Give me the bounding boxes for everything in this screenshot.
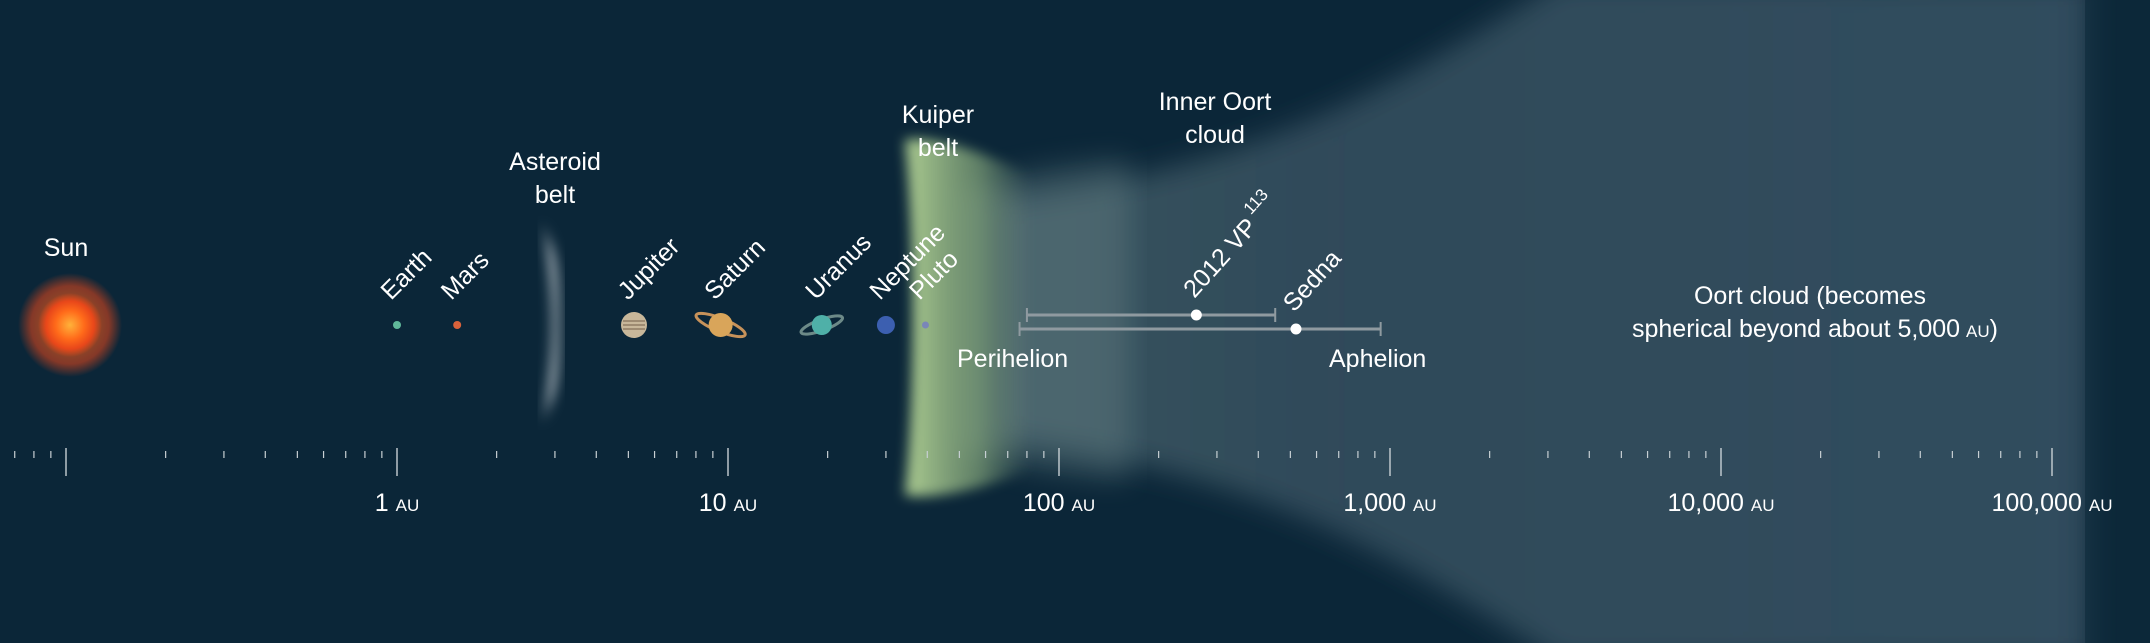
axis-tick-label: 10 AU (699, 489, 757, 517)
oort-cloud-label-close: ) (1990, 315, 1998, 343)
kuiper-belt-label-line2: belt (918, 134, 958, 162)
axis-tick-value: 10 (699, 489, 727, 517)
axis-tick-value: 100,000 (1992, 489, 2082, 517)
planet-disc (453, 321, 462, 329)
body-label: Saturn (699, 233, 771, 305)
perihelion-label: Perihelion (957, 345, 1068, 373)
oort-cloud-label-unit: AU (1966, 322, 1990, 341)
body-label: Sun (44, 234, 88, 262)
axis-tick-unit: AU (1072, 496, 1096, 515)
axis-tick-label: 100 AU (1023, 489, 1095, 517)
aphelion-label: Aphelion (1329, 345, 1426, 373)
asteroid-belt-label-line1: Asteroid (509, 148, 601, 176)
axis-tick-label: 10,000 AU (1667, 489, 1774, 517)
axis-tick-label: 100,000 AU (1992, 489, 2113, 517)
axis-tick-label: 1 AU (375, 489, 420, 517)
planet-disc (921, 321, 929, 329)
planet-disc (876, 316, 895, 334)
axis-tick-label: 1,000 AU (1343, 489, 1436, 517)
axis-tick-unit: AU (1413, 496, 1437, 515)
axis-tick-unit: AU (2089, 496, 2113, 515)
body-label: Jupiter (612, 232, 685, 305)
oort-cloud-label-line1: Oort cloud (becomes (1694, 282, 1926, 310)
axis-tick-value: 1,000 (1343, 489, 1406, 517)
body-label: Mars (436, 246, 495, 305)
axis-tick-value: 100 (1023, 489, 1065, 517)
axis-tick-value: 1 (375, 489, 389, 517)
kuiper-belt-label-line1: Kuiper (902, 101, 974, 129)
kuiper-belt-region (905, 139, 1030, 497)
asteroid-belt-label-line2: belt (535, 181, 575, 209)
oort-cloud-label-main: spherical beyond about 5,000 (1632, 315, 1960, 343)
log-axis-ticks (14, 448, 2053, 476)
planet-disc (811, 315, 832, 335)
axis-tick-unit: AU (1751, 496, 1775, 515)
body-label: Earth (375, 243, 437, 305)
log-axis-labels: 1 AU 10 AU 100 AU 1,000 AU 10,000 AU 100,000 AU (375, 489, 2113, 517)
axis-tick-unit: AU (396, 496, 420, 515)
axis-tick-value: 10,000 (1667, 489, 1743, 517)
axis-tick-unit: AU (734, 496, 758, 515)
inner-oort-label-line1: Inner Oort (1159, 88, 1272, 116)
sun-disc (38, 293, 102, 357)
oort-cloud-region (1000, 0, 2090, 643)
oort-cloud-label-line2: spherical beyond about 5,000 AU) (1632, 315, 1998, 343)
inner-oort-label-line2: cloud (1185, 121, 1245, 149)
orbit-current-position-dot (1290, 323, 1302, 335)
asteroid-belt-region (540, 220, 563, 425)
planet-disc (708, 313, 733, 337)
outer-oort-band (2085, 0, 2150, 643)
orbit-current-position-dot (1190, 309, 1202, 321)
body-label: Uranus (800, 228, 877, 305)
planet-disc (393, 321, 401, 329)
